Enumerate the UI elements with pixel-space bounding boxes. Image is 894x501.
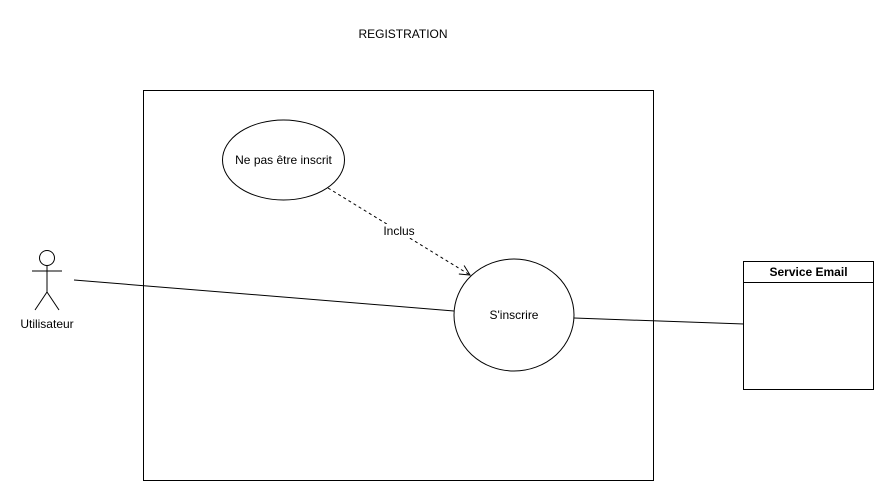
external-system-title: Service Email <box>769 265 847 279</box>
external-system-box <box>743 261 874 390</box>
actor-icon <box>32 250 62 311</box>
use-case-label-not-registered: Ne pas être inscrit <box>235 153 332 167</box>
system-boundary <box>143 90 654 481</box>
include-label-background <box>383 224 415 238</box>
use-case-label-register: S'inscrire <box>490 308 539 322</box>
include-arrow <box>327 187 470 275</box>
actor-label: Utilisateur <box>20 317 73 331</box>
association-line-actor <box>73 279 455 312</box>
include-label: Inclus <box>383 224 414 238</box>
use-case-ellipse-register <box>453 258 575 372</box>
association-line-service <box>573 317 745 325</box>
diagram-title: REGISTRATION <box>358 27 447 41</box>
use-case-ellipse-not-registered <box>222 119 345 201</box>
